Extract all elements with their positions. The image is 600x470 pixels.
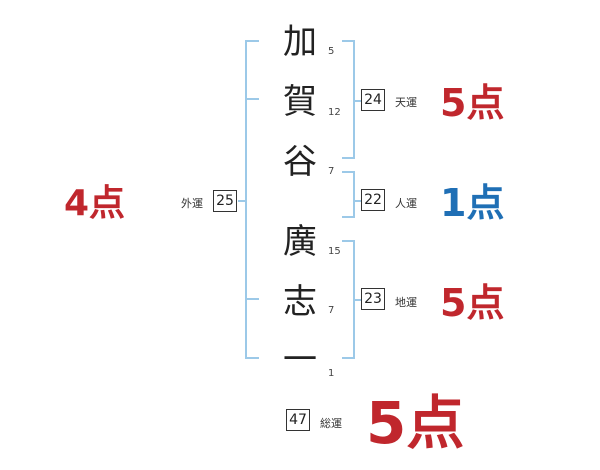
jinun-label: 人運 (395, 197, 417, 210)
gaiun-score: 4点 (64, 183, 126, 224)
chiun-bracket-connector (354, 299, 362, 301)
name-char-6: 一 (283, 340, 317, 380)
souun-label: 総運 (320, 417, 342, 430)
outer-bracket-tick-1 (245, 98, 259, 100)
souun-score: 5点 (366, 389, 465, 457)
jinun-score: 1点 (440, 181, 505, 225)
chiun-score: 5点 (440, 281, 505, 325)
name-char-3: 谷 (283, 142, 317, 182)
souun-value-box: 47 (286, 409, 310, 431)
chiun-bracket-bottom (342, 357, 355, 359)
tenun-score: 5点 (440, 81, 505, 125)
tenun-bracket-bottom (342, 157, 355, 159)
stroke-count-4: 15 (328, 246, 341, 257)
jinun-bracket-vertical (353, 171, 355, 218)
name-char-2: 賀 (283, 82, 317, 122)
tenun-bracket-connector (354, 100, 362, 102)
name-char-4: 廣 (283, 222, 317, 262)
tenun-bracket-vertical (353, 40, 355, 159)
outer-bracket-tick-2 (245, 298, 259, 300)
outer-bracket-connector (238, 200, 246, 202)
stroke-count-1: 5 (328, 46, 335, 57)
chiun-bracket-top (342, 240, 355, 242)
stroke-count-3: 7 (328, 166, 335, 177)
jinun-bracket-bottom (342, 216, 355, 218)
tenun-label: 天運 (395, 96, 417, 109)
name-char-1: 加 (283, 22, 317, 62)
jinun-bracket-top (342, 171, 355, 173)
gaiun-label: 外運 (181, 197, 203, 210)
stroke-count-5: 7 (328, 305, 335, 316)
stroke-count-6: 1 (328, 368, 335, 379)
tenun-value-box: 24 (361, 89, 385, 111)
chiun-value-box: 23 (361, 288, 385, 310)
outer-bracket-vertical (245, 40, 247, 359)
chiun-label: 地運 (395, 296, 417, 309)
tenun-bracket-top (342, 40, 355, 42)
outer-bracket-top (245, 40, 259, 42)
name-char-5: 志 (283, 282, 317, 322)
gaiun-value-box: 25 (213, 190, 237, 212)
outer-bracket-bottom (245, 357, 259, 359)
stroke-count-2: 12 (328, 107, 341, 118)
jinun-value-box: 22 (361, 189, 385, 211)
jinun-bracket-connector (354, 200, 362, 202)
